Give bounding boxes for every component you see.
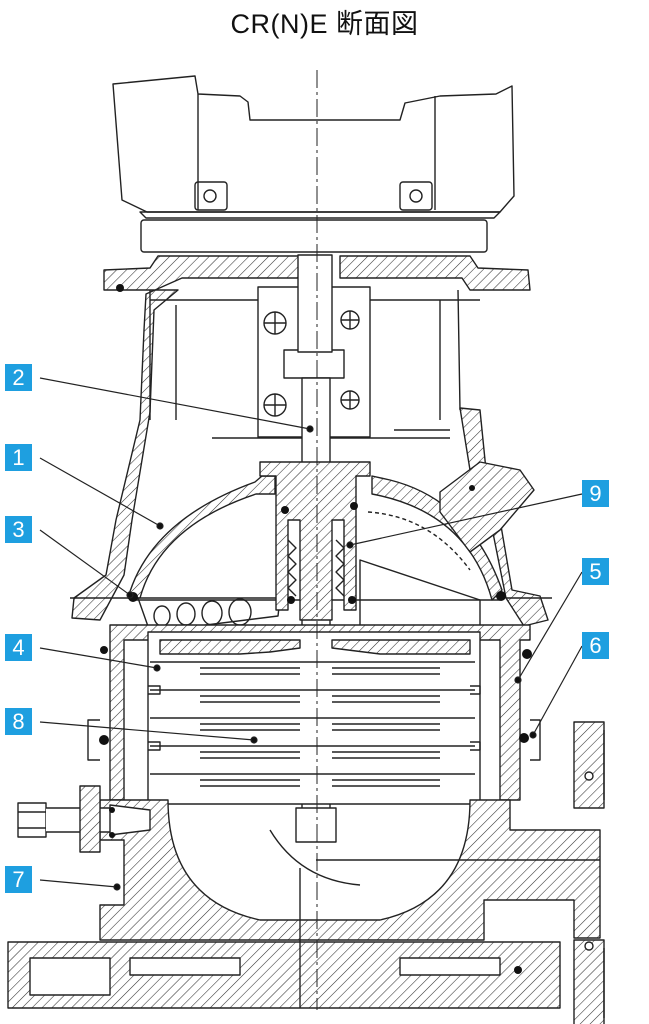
- callout-label: 1: [12, 445, 25, 470]
- callout-label: 8: [12, 709, 25, 734]
- callout-label: 5: [589, 559, 602, 584]
- callout-label: 3: [12, 517, 25, 542]
- callout-1-badge: 1: [5, 444, 32, 471]
- shaft-seal: [259, 461, 371, 621]
- callout-8-badge: 8: [5, 708, 32, 735]
- callout-3-badge: 3: [5, 516, 32, 543]
- callout-label: 9: [589, 481, 602, 506]
- o-rings: [99, 284, 532, 974]
- callout-4-badge: 4: [5, 634, 32, 661]
- outlet-flange: [573, 721, 605, 1024]
- callout-6-badge: 6: [582, 632, 609, 659]
- callout-label: 7: [12, 867, 25, 892]
- callout-label: 4: [12, 635, 25, 660]
- drain-plug: [17, 785, 151, 853]
- impeller-stack: [147, 631, 481, 805]
- motor-housing: [112, 75, 515, 253]
- pump-base: [7, 799, 601, 1009]
- callout-2-badge: 2: [5, 364, 32, 391]
- callout-5-badge: 5: [582, 558, 609, 585]
- callout-9-badge: 9: [582, 480, 609, 507]
- callout-label: 6: [589, 633, 602, 658]
- page-title: CR(N)E 断面図: [230, 9, 419, 39]
- leader-lines: [39, 377, 583, 891]
- pump-head-dome: [127, 461, 535, 633]
- callout-7-badge: 7: [5, 866, 32, 893]
- callout-label: 2: [12, 365, 25, 390]
